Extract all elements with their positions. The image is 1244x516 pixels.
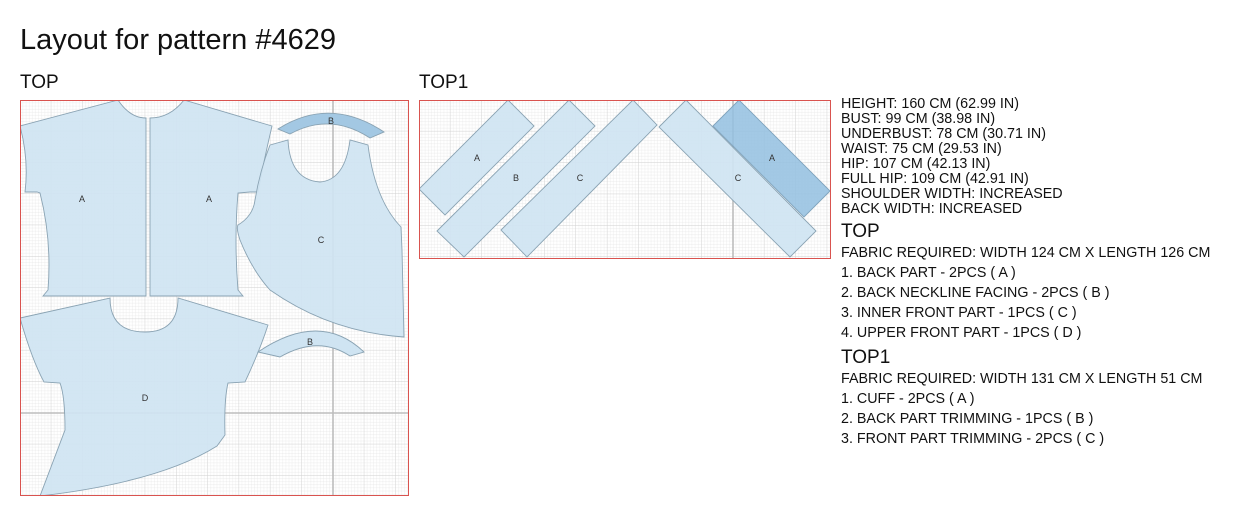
section-title: TOP1 xyxy=(841,347,891,368)
piece-label: A xyxy=(206,194,212,204)
section-top: TOP FABRIC REQUIRED: WIDTH 124 CM X LENG… xyxy=(841,221,1210,343)
piece-top1-c-left xyxy=(500,100,658,258)
measurement-back-width: BACK WIDTH: INCREASED xyxy=(841,201,1023,217)
piece-label: B xyxy=(307,337,313,347)
fabric-required: FABRIC REQUIRED: WIDTH 131 CM X LENGTH 5… xyxy=(841,371,1203,387)
piece-d xyxy=(20,297,269,496)
piece-label: A xyxy=(79,194,85,204)
piece-list-item: 1. CUFF - 2PCS ( A ) xyxy=(841,391,975,407)
fabric-required: FABRIC REQUIRED: WIDTH 124 CM X LENGTH 1… xyxy=(841,245,1211,261)
piece-list-item: 3. FRONT PART TRIMMING - 2PCS ( C ) xyxy=(841,431,1105,447)
layout-label-top1: TOP1 xyxy=(419,72,469,93)
piece-label: C xyxy=(577,173,584,183)
piece-b-top xyxy=(277,112,385,139)
fabric-border xyxy=(419,100,831,259)
piece-list-item: 3. INNER FRONT PART - 1PCS ( C ) xyxy=(841,305,1077,321)
measurement-waist: WAIST: 75 CM (29.53 IN) xyxy=(841,141,1002,157)
layout-label-top: TOP xyxy=(20,72,59,93)
fabric-grid-top: A A B C D B xyxy=(20,100,409,496)
measurement-full-hip: FULL HIP: 109 CM (42.91 IN) xyxy=(841,171,1029,187)
piece-top1-a xyxy=(419,100,535,216)
piece-c xyxy=(236,139,405,338)
section-top1: TOP1 FABRIC REQUIRED: WIDTH 131 CM X LEN… xyxy=(841,347,1210,449)
piece-list-item: 2. BACK NECKLINE FACING - 2PCS ( B ) xyxy=(841,285,1110,301)
piece-label: A xyxy=(769,153,775,163)
measurement-underbust: UNDERBUST: 78 CM (30.71 IN) xyxy=(841,126,1046,142)
fabric-grid-top1: A B C C A xyxy=(419,100,831,259)
section-title: TOP xyxy=(841,221,880,242)
piece-label: C xyxy=(735,173,742,183)
piece-list-item: 1. BACK PART - 2PCS ( A ) xyxy=(841,265,1016,281)
page-title: Layout for pattern #4629 xyxy=(20,24,337,56)
piece-label: C xyxy=(318,235,325,245)
layout-panel-top1: A B C C A xyxy=(419,100,831,259)
piece-top1-c-right xyxy=(658,100,817,258)
piece-label: A xyxy=(474,153,480,163)
piece-label: D xyxy=(142,393,149,403)
fabric-border xyxy=(20,100,409,496)
measurement-height: HEIGHT: 160 CM (62.99 IN) xyxy=(841,96,1019,112)
piece-label: B xyxy=(513,173,519,183)
piece-top1-b xyxy=(436,100,596,258)
piece-a-left xyxy=(20,100,147,297)
piece-b-lower xyxy=(256,330,365,358)
piece-list-item: 4. UPPER FRONT PART - 1PCS ( D ) xyxy=(841,325,1082,341)
measurement-bust: BUST: 99 CM (38.98 IN) xyxy=(841,111,996,127)
measurement-shoulder-width: SHOULDER WIDTH: INCREASED xyxy=(841,186,1063,202)
pattern-info: HEIGHT: 160 CM (62.99 IN) BUST: 99 CM (3… xyxy=(841,97,1210,449)
piece-list-item: 2. BACK PART TRIMMING - 1PCS ( B ) xyxy=(841,411,1094,427)
measurements-list: HEIGHT: 160 CM (62.99 IN) BUST: 99 CM (3… xyxy=(841,97,1210,217)
piece-label: B xyxy=(328,116,334,126)
layout-panel-top: A A B C D B xyxy=(20,100,409,496)
measurement-hip: HIP: 107 CM (42.13 IN) xyxy=(841,156,991,172)
